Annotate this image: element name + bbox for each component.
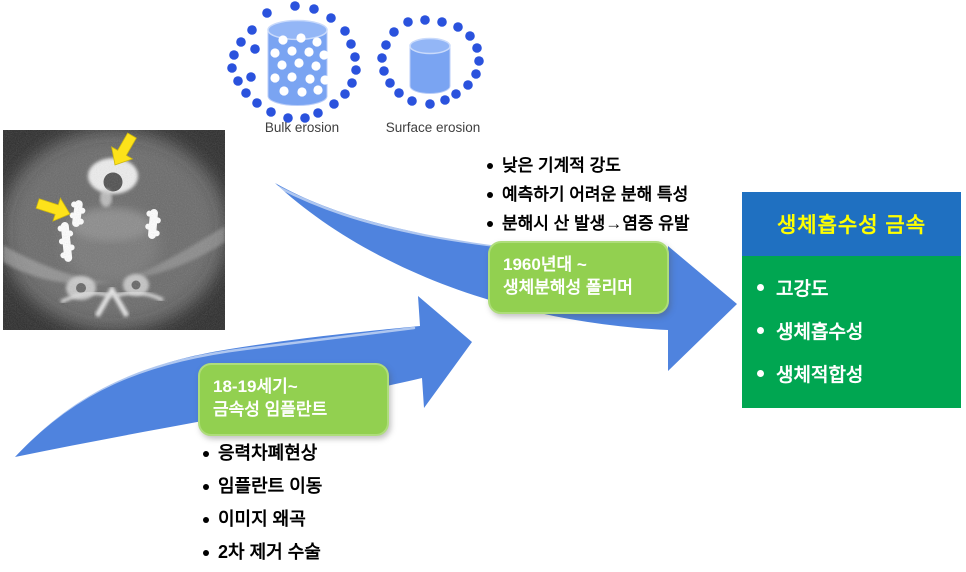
list-item: 예측하기 어려운 분해 특성 (487, 180, 690, 209)
list-item: 생체흡수성 (757, 309, 961, 352)
list-item-label: 이미지 왜곡 (218, 509, 306, 529)
bullet-icon (757, 370, 764, 377)
callout-line-1: 18-19세기~ (213, 377, 298, 396)
ct-scan-image (3, 130, 225, 330)
surface-erosion-cylinder (409, 37, 451, 94)
list-item: 낮은 기계적 강도 (487, 151, 690, 180)
list-item: 분해시 산 발생→염증 유발 (487, 209, 690, 238)
metal-era-callout: 18-19세기~ 금속성 임플란트 (198, 363, 389, 436)
bulk-erosion-label: Bulk erosion (264, 120, 340, 135)
callout-line-2: 금속성 임플란트 (213, 400, 328, 419)
bullet-icon (757, 284, 764, 291)
bulk-erosion-holes (270, 33, 330, 97)
bullet-icon (487, 221, 493, 227)
list-item: 임플란트 이동 (203, 470, 322, 503)
list-item: 응력차폐현상 (203, 437, 322, 470)
list-item-label: 생체적합성 (776, 365, 864, 386)
bullet-icon (203, 550, 209, 556)
bullet-icon (203, 517, 209, 523)
list-item-label: 예측하기 어려운 분해 특성 (502, 185, 689, 204)
result-panel-title: 생체흡수성 금속 (742, 192, 961, 256)
bullet-icon (203, 451, 209, 457)
result-panel: 생체흡수성 금속 고강도 생체흡수성 생체적합성 (742, 192, 961, 408)
callout-line-2: 생체분해성 폴리머 (503, 278, 633, 297)
yellow-pointer-arrow-icon (111, 132, 137, 166)
bullet-icon (757, 327, 764, 334)
bulk-erosion-cylinder (267, 19, 330, 106)
list-item-label: 2차 제거 수술 (218, 542, 321, 562)
callout-line-1: 1960년대 ~ (503, 255, 587, 274)
yellow-pointer-arrow-icon (35, 197, 71, 222)
bulk-erosion-particles (227, 1, 361, 123)
polymer-era-callout: 1960년대 ~ 생체분해성 폴리머 (488, 241, 669, 314)
metal-drawback-list: 응력차폐현상 임플란트 이동 이미지 왜곡 2차 제거 수술 (203, 437, 322, 569)
list-item-label: 분해시 산 발생→염증 유발 (502, 214, 690, 233)
list-item: 2차 제거 수술 (203, 536, 322, 569)
polymer-drawback-list: 낮은 기계적 강도 예측하기 어려운 분해 특성 분해시 산 발생→염증 유발 (487, 151, 690, 238)
list-item: 이미지 왜곡 (203, 503, 322, 536)
surface-erosion-label: Surface erosion (385, 120, 481, 135)
list-item-label: 낮은 기계적 강도 (502, 156, 621, 175)
bullet-icon (487, 163, 493, 169)
list-item: 생체적합성 (757, 352, 961, 395)
list-item: 고강도 (757, 266, 961, 309)
result-bullet-list: 고강도 생체흡수성 생체적합성 (742, 256, 961, 408)
bullet-icon (487, 192, 493, 198)
surface-erosion-particles (377, 15, 484, 109)
bullet-icon (203, 484, 209, 490)
list-item-label: 응력차폐현상 (218, 443, 318, 463)
list-item-label: 임플란트 이동 (218, 476, 323, 496)
list-item-label: 고강도 (776, 279, 829, 300)
list-item-label: 생체흡수성 (776, 322, 864, 343)
